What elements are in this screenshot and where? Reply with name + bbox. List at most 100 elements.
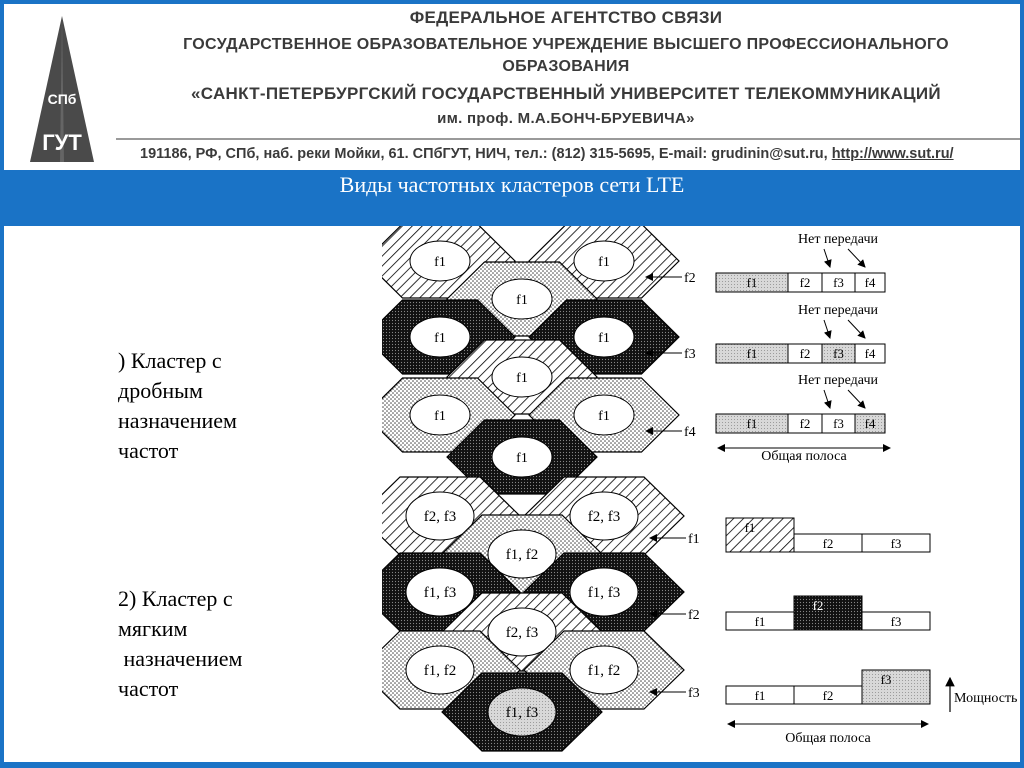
header-address: 191186, РФ, СПб, наб. реки Мойки, 61. СП… — [140, 146, 954, 162]
cell-label: f1 — [598, 409, 610, 424]
pointer-label: f2 — [684, 271, 696, 286]
cell-center — [569, 567, 639, 617]
slide-content: ) Кластер с дробным назначением частот 2… — [4, 226, 1020, 762]
cell-center — [405, 567, 475, 617]
band-label: f1 — [755, 614, 766, 629]
no-tx-arrow — [823, 389, 832, 409]
cell-center — [409, 394, 471, 436]
cell-label: f1, f3 — [506, 705, 539, 721]
no-tx-arrow — [847, 389, 866, 409]
band-segment — [854, 272, 886, 293]
pointer-label: f3 — [684, 347, 696, 362]
cell-center — [569, 491, 639, 541]
cell-label: f1 — [434, 255, 446, 270]
cell-center — [409, 240, 471, 282]
cell-label: f1, f2 — [588, 663, 621, 679]
power-label: Мощность — [954, 691, 1017, 706]
cell-label: f1, f3 — [424, 585, 457, 601]
cell-label: f2, f3 — [424, 509, 457, 525]
pointer-label: f1 — [688, 532, 700, 547]
cell-center — [487, 687, 557, 737]
no-tx-arrow — [823, 319, 832, 339]
cell-center — [573, 240, 635, 282]
cell-label: f1, f2 — [506, 547, 539, 563]
cell-label: f1, f3 — [588, 585, 621, 601]
cell-label: f1 — [598, 255, 610, 270]
cell-label: f1 — [516, 371, 528, 386]
cell-center — [409, 316, 471, 358]
band-label: f4 — [865, 346, 876, 361]
cell-label: f1 — [434, 409, 446, 424]
cell-center — [569, 645, 639, 695]
header-education: ОБРАЗОВАНИЯ — [502, 58, 630, 75]
university-logo: СПб ГУТ — [12, 12, 112, 170]
cell-label: f1 — [516, 451, 528, 466]
cell-center — [487, 529, 557, 579]
pointer-label: f4 — [684, 425, 696, 440]
logo-text-bottom: ГУТ — [42, 130, 82, 155]
band-label: f4 — [865, 275, 876, 290]
cell-center — [405, 491, 475, 541]
band-label: f3 — [833, 275, 844, 290]
label-soft-reuse: 2) Кластер с мягким назначением частот — [118, 586, 243, 701]
band-label: f2 — [800, 346, 811, 361]
no-transmission-label: Нет передачи — [798, 373, 878, 388]
cell-center — [491, 356, 553, 398]
slide-title: Виды частотных кластеров сети LTE — [339, 172, 685, 197]
cell-label: f1 — [598, 331, 610, 346]
header-agency: ФЕДЕРАЛЬНОЕ АГЕНТСТВО СВЯЗИ — [409, 8, 723, 27]
total-band-label: Общая полоса — [761, 449, 847, 464]
band-segment — [854, 413, 886, 434]
band-segment — [725, 517, 795, 553]
university-link[interactable]: http://www.sut.ru/ — [831, 146, 954, 162]
band-segment — [861, 669, 931, 705]
cell-center — [405, 645, 475, 695]
header-named-after: им. проф. М.А.БОНЧ-БРУЕВИЧА» — [437, 110, 695, 127]
band-label: f2 — [823, 536, 834, 551]
header-institution: ГОСУДАРСТВЕННОЕ ОБРАЗОВАТЕЛЬНОЕ УЧРЕЖДЕН… — [183, 36, 949, 53]
header-divider — [116, 138, 1020, 140]
band-segment — [793, 595, 863, 631]
band-label: f1 — [745, 520, 756, 535]
cell-center — [487, 607, 557, 657]
band-label: f3 — [891, 614, 902, 629]
band-segment — [854, 343, 886, 364]
band-label: f3 — [833, 346, 844, 361]
cell-label: f2, f3 — [506, 625, 539, 641]
no-tx-arrow — [847, 319, 866, 339]
band-label: f3 — [833, 416, 844, 431]
cell-label: f1, f2 — [424, 663, 457, 679]
no-tx-arrow — [847, 248, 866, 268]
band-label: f1 — [747, 275, 758, 290]
band-label: f2 — [800, 275, 811, 290]
label-fractional-reuse: ) Кластер с дробным назначением частот — [118, 348, 237, 463]
band-label: f3 — [891, 536, 902, 551]
band-segment — [861, 611, 931, 631]
band-label: f2 — [800, 416, 811, 431]
university-header: СПб ГУТ ФЕДЕРАЛЬНОЕ АГЕНТСТВО СВЯЗИ ГОСУ… — [4, 4, 1020, 170]
address-text: 191186, РФ, СПб, наб. реки Мойки, 61. СП… — [140, 146, 832, 162]
no-tx-arrow — [823, 248, 832, 268]
no-transmission-label: Нет передачи — [798, 303, 878, 318]
cell-center — [491, 436, 553, 478]
band-segment — [861, 533, 931, 553]
cell-center — [573, 316, 635, 358]
band-label: f1 — [747, 416, 758, 431]
cell-label: f2, f3 — [588, 509, 621, 525]
cell-label: f1 — [434, 331, 446, 346]
pointer-label: f2 — [688, 608, 700, 623]
band-label: f3 — [881, 672, 892, 687]
band-label: f1 — [755, 688, 766, 703]
band-label: f4 — [865, 416, 876, 431]
band-label: f2 — [823, 688, 834, 703]
cell-label: f1 — [516, 293, 528, 308]
total-band-label: Общая полоса — [785, 731, 871, 746]
header-university: «САНКТ-ПЕТЕРБУРГСКИЙ ГОСУДАРСТВЕННЫЙ УНИ… — [191, 84, 941, 103]
cell-center — [491, 278, 553, 320]
band-label: f1 — [747, 346, 758, 361]
logo-text-top: СПб — [48, 91, 77, 107]
pointer-label: f3 — [688, 686, 700, 701]
cell-center — [573, 394, 635, 436]
band-label: f2 — [813, 598, 824, 613]
